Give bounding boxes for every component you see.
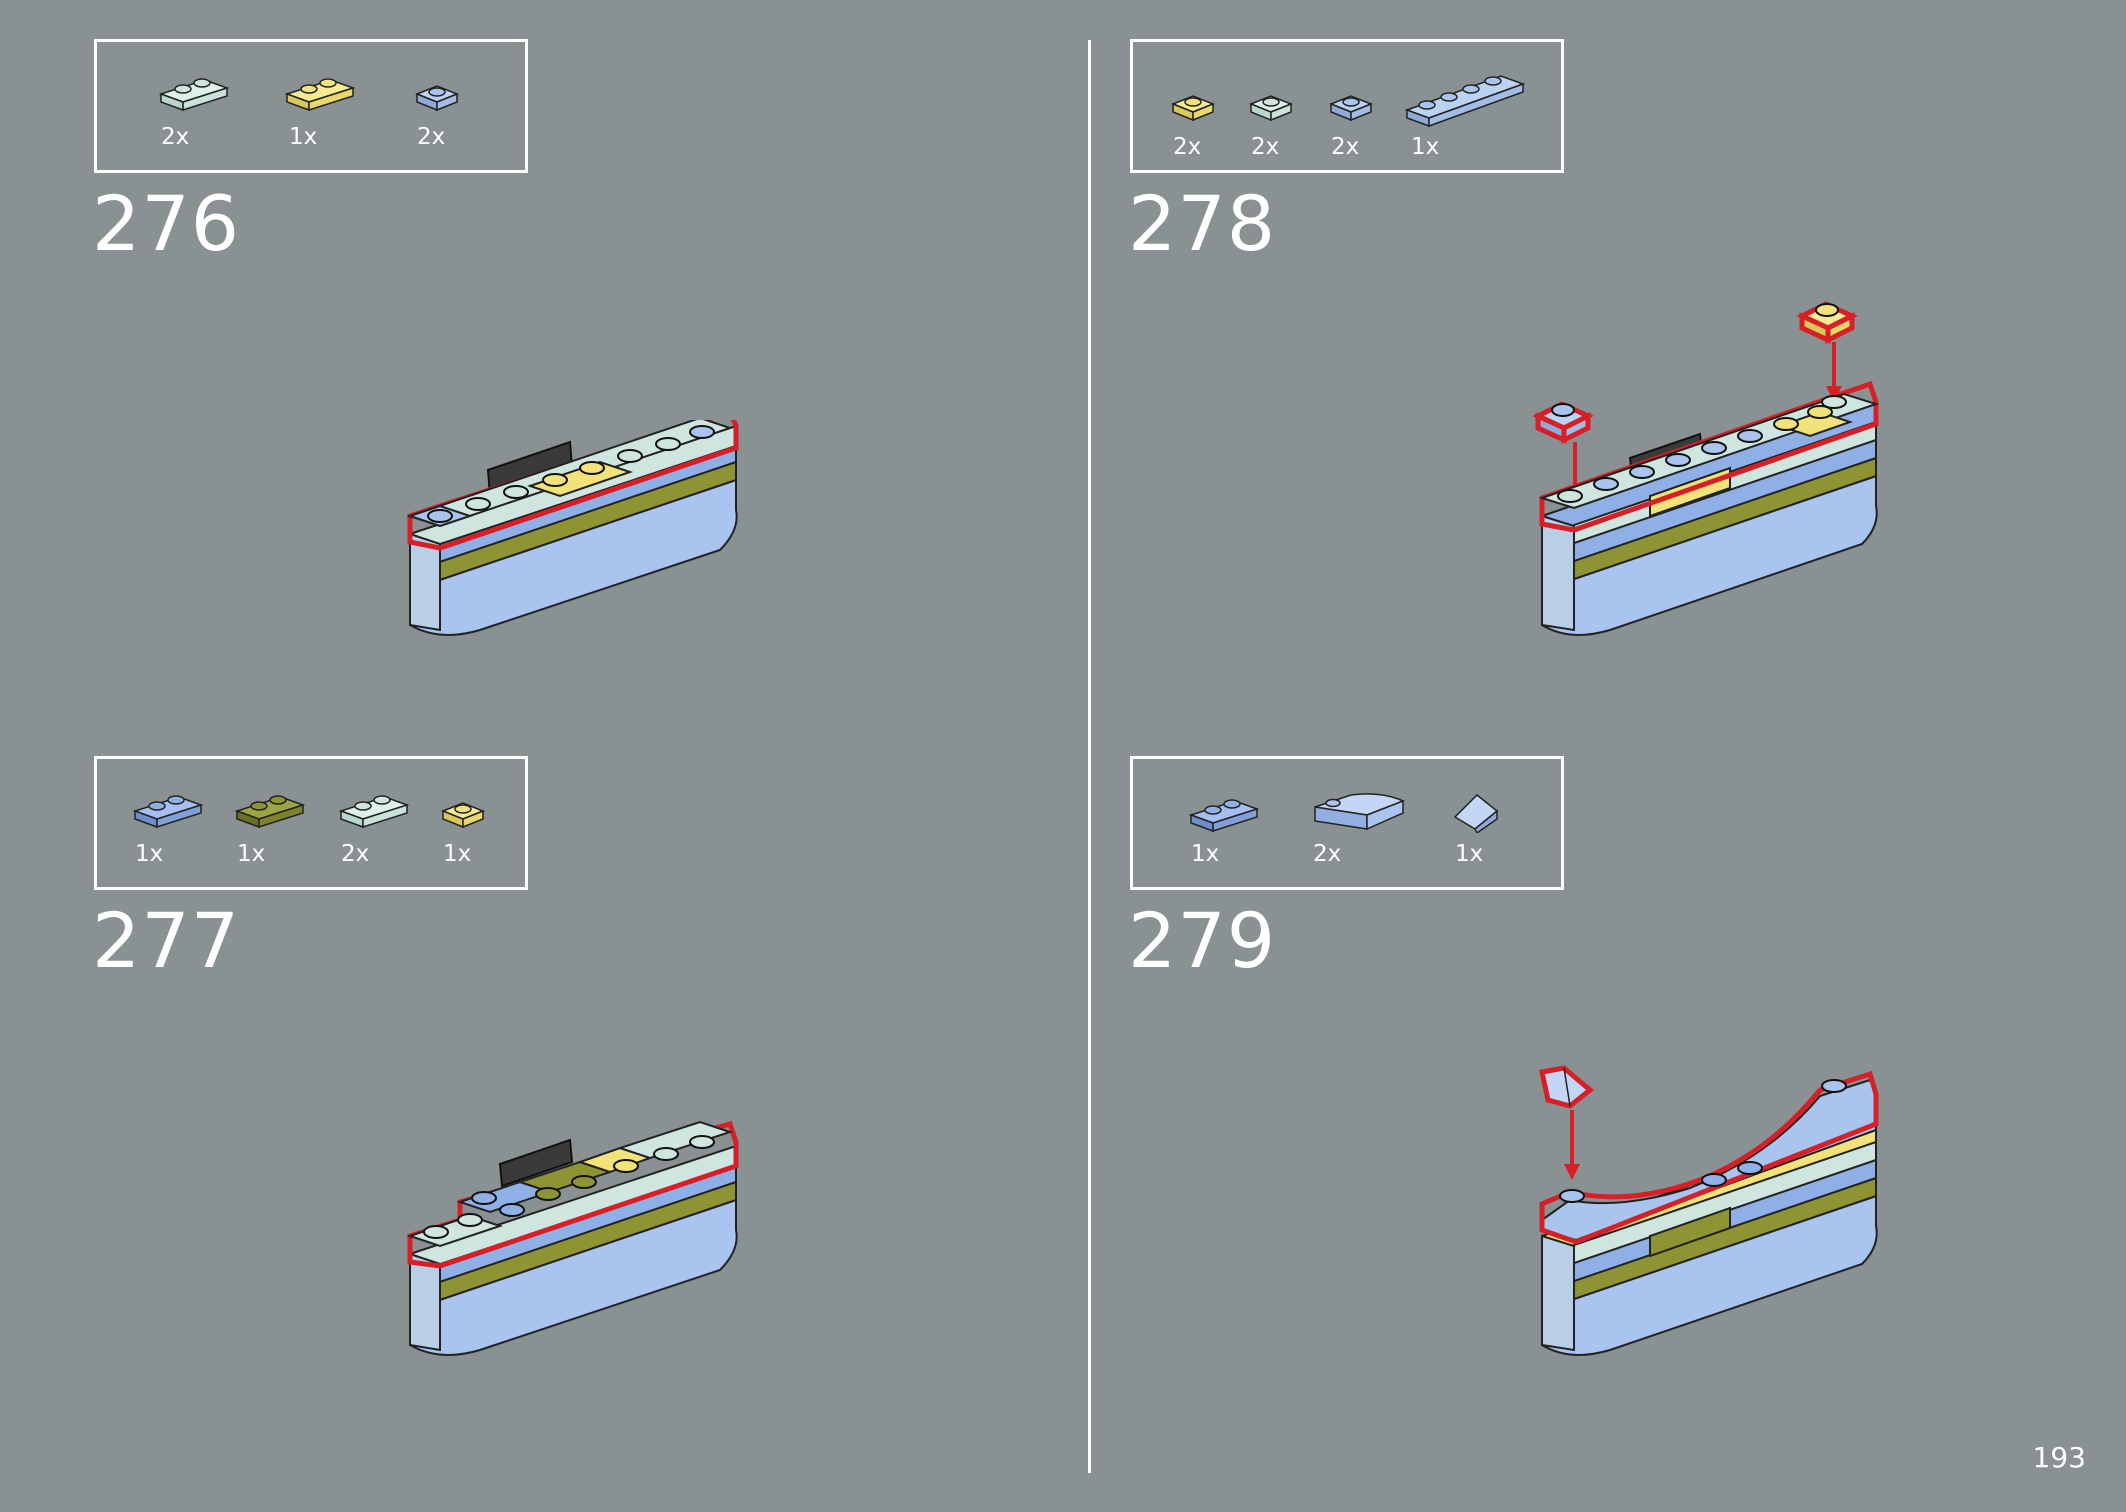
build-model-illustration [1530, 280, 1930, 654]
part-quantity: 2x [1173, 134, 1202, 160]
part-quantity: 1x [443, 841, 472, 867]
build-model-illustration [1530, 1060, 1930, 1374]
step-number: 279 [1128, 896, 1277, 985]
light-blue-wedge-slope-icon [1451, 789, 1501, 833]
parts-list-box: 1x 1x 2x 1x [94, 756, 528, 890]
part-quantity: 2x [1251, 134, 1280, 160]
step-number: 277 [92, 896, 241, 985]
step-number: 278 [1128, 179, 1277, 268]
part-quantity: 1x [1411, 134, 1440, 160]
light-blue-plate-1x1-icon [415, 80, 459, 114]
yellow-plate-1x1-icon [441, 797, 485, 831]
part-quantity: 2x [417, 124, 446, 150]
blue-plate-1x2-icon [1189, 793, 1259, 833]
mint-plate-1x2-icon [159, 72, 229, 112]
yellow-plate-1x2-icon [285, 72, 355, 112]
yellow-plate-1x1-icon [1171, 90, 1215, 124]
blue-plate-1x2-icon [133, 789, 203, 829]
part-quantity: 1x [135, 841, 164, 867]
mint-plate-1x1-icon [1249, 90, 1293, 124]
part-quantity: 1x [237, 841, 266, 867]
step-number: 276 [92, 179, 241, 268]
part-quantity: 2x [341, 841, 370, 867]
page-number: 193 [2032, 1441, 2086, 1474]
part-quantity: 1x [289, 124, 318, 150]
part-quantity: 1x [1455, 841, 1484, 867]
part-quantity: 1x [1191, 841, 1220, 867]
part-quantity: 2x [161, 124, 190, 150]
build-model-illustration [400, 1120, 750, 1374]
parts-list-box: 1x 2x 1x [1130, 756, 1564, 890]
mint-plate-1x2-icon [339, 789, 409, 829]
parts-list-box: 2x 1x 2x [94, 39, 528, 173]
light-blue-plate-1x1-icon [1329, 90, 1373, 124]
build-model-illustration [400, 408, 750, 654]
page-divider [1088, 40, 1091, 1473]
part-quantity: 2x [1331, 134, 1360, 160]
parts-list-box: 2x 2x 2x 1x [1130, 39, 1564, 173]
light-blue-curved-slope-icon [1311, 785, 1407, 835]
olive-plate-1x2-icon [235, 789, 305, 829]
light-blue-plate-1x4-icon [1405, 62, 1525, 128]
part-quantity: 2x [1313, 841, 1342, 867]
